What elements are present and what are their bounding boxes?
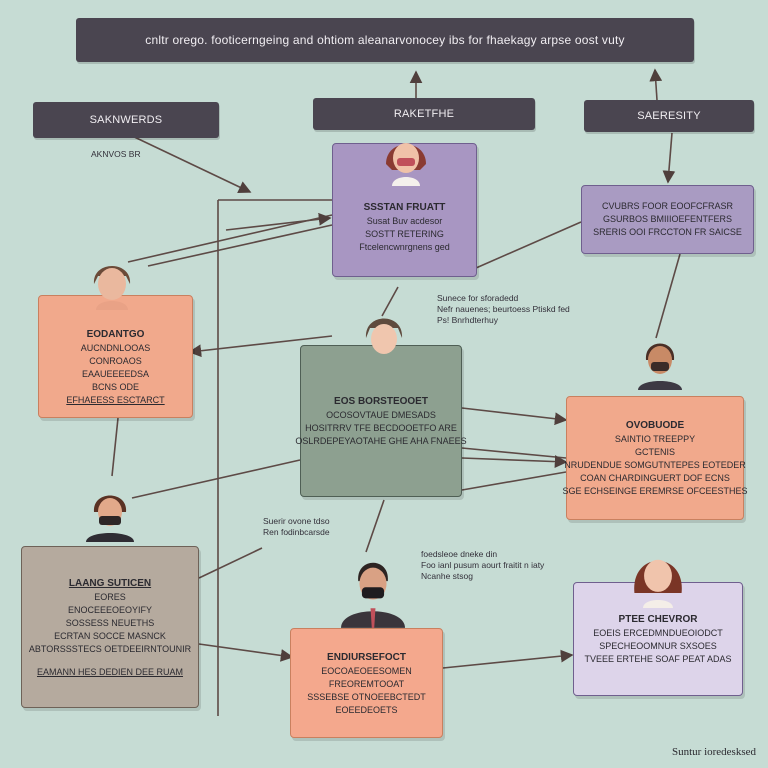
card-line: EOEIS ERCEDMNDUEOIODCT: [593, 628, 723, 638]
card-line: HOSITRRV TFE BECDOOETFO ARE: [305, 423, 457, 433]
card-heading: PTEE CHEVROR: [618, 614, 698, 625]
card-line: SOSTT RETERING: [365, 229, 444, 239]
note-center-right: Sunece for sforadedd Nefr nauenes; beurt…: [437, 293, 570, 325]
card-gray-left: LAANG SUTICEN EORES ENOCEEEOEOYIFY SOSSE…: [21, 546, 199, 708]
card-heading: OVOBUODE: [625, 420, 685, 431]
card-line: SOSSESS NEUETHS: [65, 617, 155, 628]
card-line: GCTENIS: [634, 447, 675, 457]
person-avatar-icon: [93, 266, 131, 310]
card-peach-bottom: ENDIURSEFOCT EOCOAEOEESOMEN FREOREMTOOAT…: [290, 628, 443, 738]
card-purple-right: CVUBRS FOOR EOOFCFRASR GSURBOS BMIIIOEFE…: [581, 185, 754, 254]
card-line: EFHAEESS ESCTARCT: [66, 394, 165, 405]
card-line: EOEEDEOETS: [335, 704, 398, 715]
card-peach-right: OVOBUODE SAINTIO TREEPPY GCTENIS NRUDEND…: [562, 396, 748, 520]
card-line: ABTORSSSTECS OETDEEIRNTOUNIR: [28, 643, 192, 654]
card-line: ECRTAN SOCCE MASNCK: [54, 630, 166, 641]
card-line: OCOSOVTAUE DMESADS: [326, 410, 436, 420]
card-slate-center: EOS BORSTEOOET OCOSOVTAUE DMESADS HOSITR…: [295, 345, 467, 497]
person-avatar-icon: [638, 343, 682, 390]
person-avatar-icon: [365, 318, 403, 364]
card-line: SPECHEOOMNUR SXSOES: [599, 641, 717, 651]
header-left: SAKNWERDS: [33, 102, 219, 138]
card-line: TVEEE ERTEHE SOAF PEAT ADAS: [584, 654, 732, 664]
card-line: NRUDENDUE SOMGUTNTEPES EOTEDER: [564, 460, 746, 470]
card-line: ENOCEEEOEOYIFY: [67, 604, 153, 615]
card-line: Ftcelencwnrgnens ged: [359, 242, 450, 252]
card-heading: LAANG SUTICEN: [68, 577, 152, 589]
card-line: CONROAOS: [89, 355, 142, 366]
person-avatar-icon: [634, 559, 682, 608]
card-line: EOCOAEOEESOMEN: [321, 665, 412, 676]
card-line: SAINTIO TREEPPY: [614, 434, 696, 444]
card-line: EAAUEEEEDSA: [81, 368, 150, 379]
note-top-left: AKNVOS BR: [91, 149, 141, 159]
person-avatar-icon: [86, 495, 134, 542]
header-right: SAERESITY: [584, 100, 754, 132]
header-middle: RAKETFHE: [313, 98, 535, 130]
diagram-title: cnltr orego. footicerngeing and ohtiom a…: [76, 18, 694, 62]
card-line: FREOREMTOOAT: [328, 678, 405, 689]
card-peach-left: EODANTGO AUCNDNLOOAS CONROAOS EAAUEEEEDS…: [38, 295, 193, 418]
card-heading: EODANTGO: [86, 328, 145, 340]
note-center-left: Suerir ovone tdso Ren fodinbcarsde: [263, 516, 330, 537]
footer-signature: Suntur ioredesksed: [671, 746, 756, 758]
card-line: BCNS ODE: [91, 381, 139, 392]
card-lilac-right: PTEE CHEVROR EOEIS ERCEDMNDUEOIODCT SPEC…: [573, 582, 743, 696]
card-line: OSLRDEPEYAOTAHE GHE AHA FNAEES: [295, 436, 467, 446]
card-line: SRERIS OOI FRCCTON FR SAICSE: [593, 227, 742, 237]
card-line: GSURBOS BMIIIOEFENTFERS: [602, 214, 732, 224]
card-line: COAN CHARDINGUERT DOF ECNS: [580, 473, 730, 483]
person-avatar-icon: [386, 143, 426, 186]
card-line: SSSEBSE OTNOEEBCTEDT: [307, 691, 426, 702]
card-line: Susat Buv acdesor: [366, 216, 443, 226]
card-line: AUCNDNLOOAS: [80, 342, 151, 353]
card-line: SGE ECHSEINGE EREMRSE OFCEESTHES: [562, 486, 748, 496]
card-heading: EOS BORSTEOOET: [334, 396, 428, 407]
card-footer-line: EAMANN HES DEDIEN DEE RUAM: [36, 666, 184, 677]
card-line: CVUBRS FOOR EOOFCFRASR: [601, 201, 733, 211]
card-heading: SSSTAN FRUATT: [363, 202, 446, 213]
note-bottom-center: foedsleoe dneke din Foo ianl pusum aourt…: [421, 549, 545, 581]
person-avatar-icon: [341, 562, 405, 628]
card-heading: ENDIURSEFOCT: [327, 651, 406, 663]
card-line: EORES: [94, 591, 126, 602]
